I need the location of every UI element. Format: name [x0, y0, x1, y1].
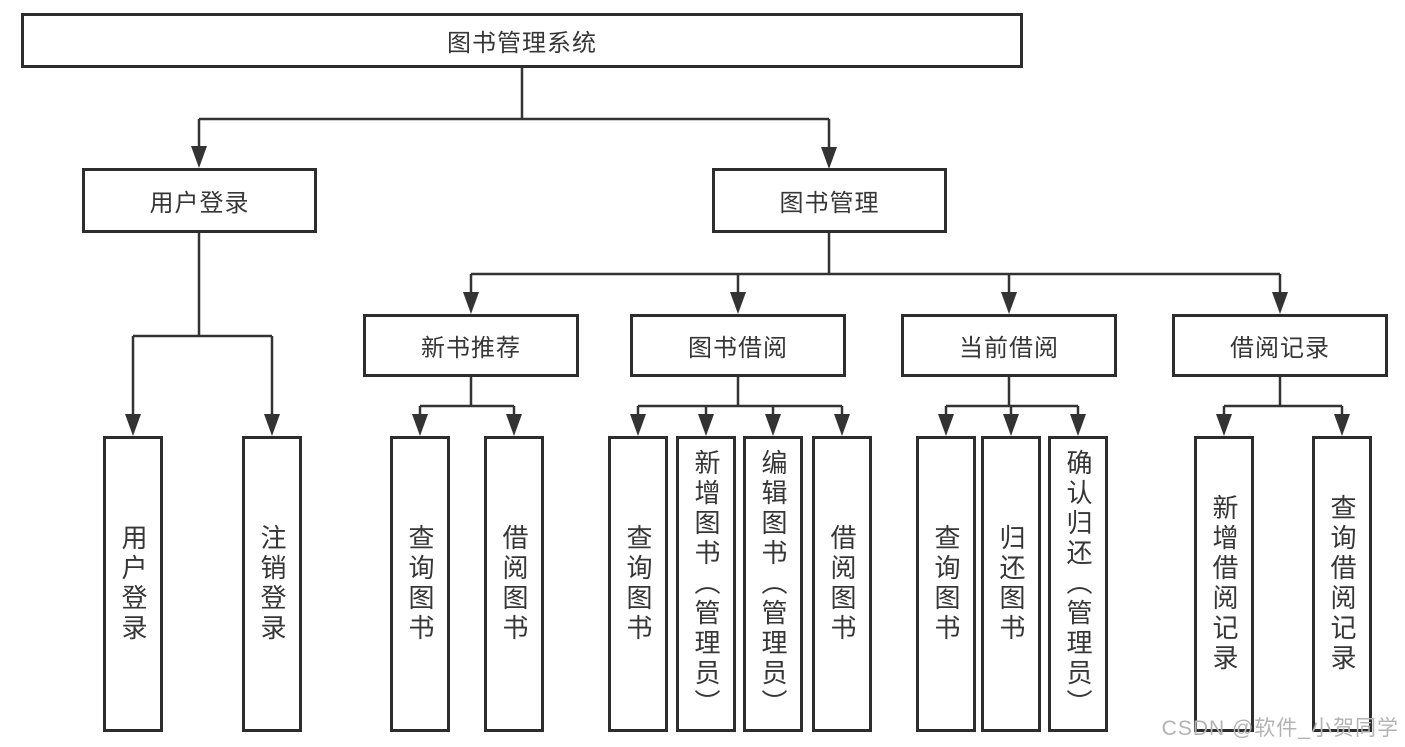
node-label: 查询图书: [623, 524, 653, 644]
node-label: 归还图书: [996, 524, 1026, 644]
node-label: 当前借阅: [959, 335, 1059, 362]
csdn-watermark: CSDN @软件_小贺同学: [1161, 717, 1399, 740]
leaf-borrow-books-recommend: 借阅图书: [484, 436, 544, 732]
node-label: 查询图书: [931, 524, 961, 644]
node-library-management-system: 图书管理系统: [21, 13, 1023, 68]
leaf-add-borrow-record: 新增借阅记录: [1194, 436, 1254, 732]
node-new-book-recommend: 新书推荐: [363, 314, 579, 377]
leaf-add-book-admin: 新增图书（管理员）: [676, 436, 736, 732]
leaf-query-books-borrowing: 查询图书: [608, 436, 668, 732]
node-label: 借阅图书: [499, 524, 529, 644]
leaf-return-book: 归还图书: [981, 436, 1041, 732]
node-label: 新增借阅记录: [1209, 494, 1239, 674]
node-label: 图书借阅: [688, 335, 788, 362]
node-label: 编辑图书（管理员）: [758, 449, 788, 719]
node-borrowing-records: 借阅记录: [1172, 314, 1388, 377]
node-book-management: 图书管理: [712, 168, 947, 233]
leaf-user-login: 用户登录: [103, 436, 163, 732]
leaf-borrow-books-borrowing: 借阅图书: [812, 436, 872, 732]
node-current-borrowing: 当前借阅: [901, 314, 1117, 377]
node-label: 查询图书: [405, 524, 435, 644]
node-user-login-group: 用户登录: [82, 168, 317, 233]
node-label: 图书管理: [779, 190, 880, 217]
node-label: 新增图书（管理员）: [691, 449, 721, 719]
node-label: 借阅记录: [1230, 335, 1330, 362]
node-book-borrowing: 图书借阅: [630, 314, 846, 377]
node-label: 用户登录: [118, 524, 148, 644]
leaf-query-borrow-record: 查询借阅记录: [1312, 436, 1372, 732]
node-label: 借阅图书: [827, 524, 857, 644]
node-label: 注销登录: [257, 524, 287, 644]
leaf-query-books-current: 查询图书: [916, 436, 976, 732]
leaf-logout-login: 注销登录: [242, 436, 302, 732]
node-label: 查询借阅记录: [1327, 494, 1357, 674]
leaf-confirm-return-admin: 确认归还（管理员）: [1048, 436, 1108, 732]
leaf-query-books-recommend: 查询图书: [390, 436, 450, 732]
leaf-edit-book-admin: 编辑图书（管理员）: [743, 436, 803, 732]
node-label: 图书管理系统: [447, 30, 597, 57]
node-label: 确认归还（管理员）: [1063, 449, 1093, 719]
node-label: 新书推荐: [421, 335, 521, 362]
node-label: 用户登录: [149, 190, 250, 217]
